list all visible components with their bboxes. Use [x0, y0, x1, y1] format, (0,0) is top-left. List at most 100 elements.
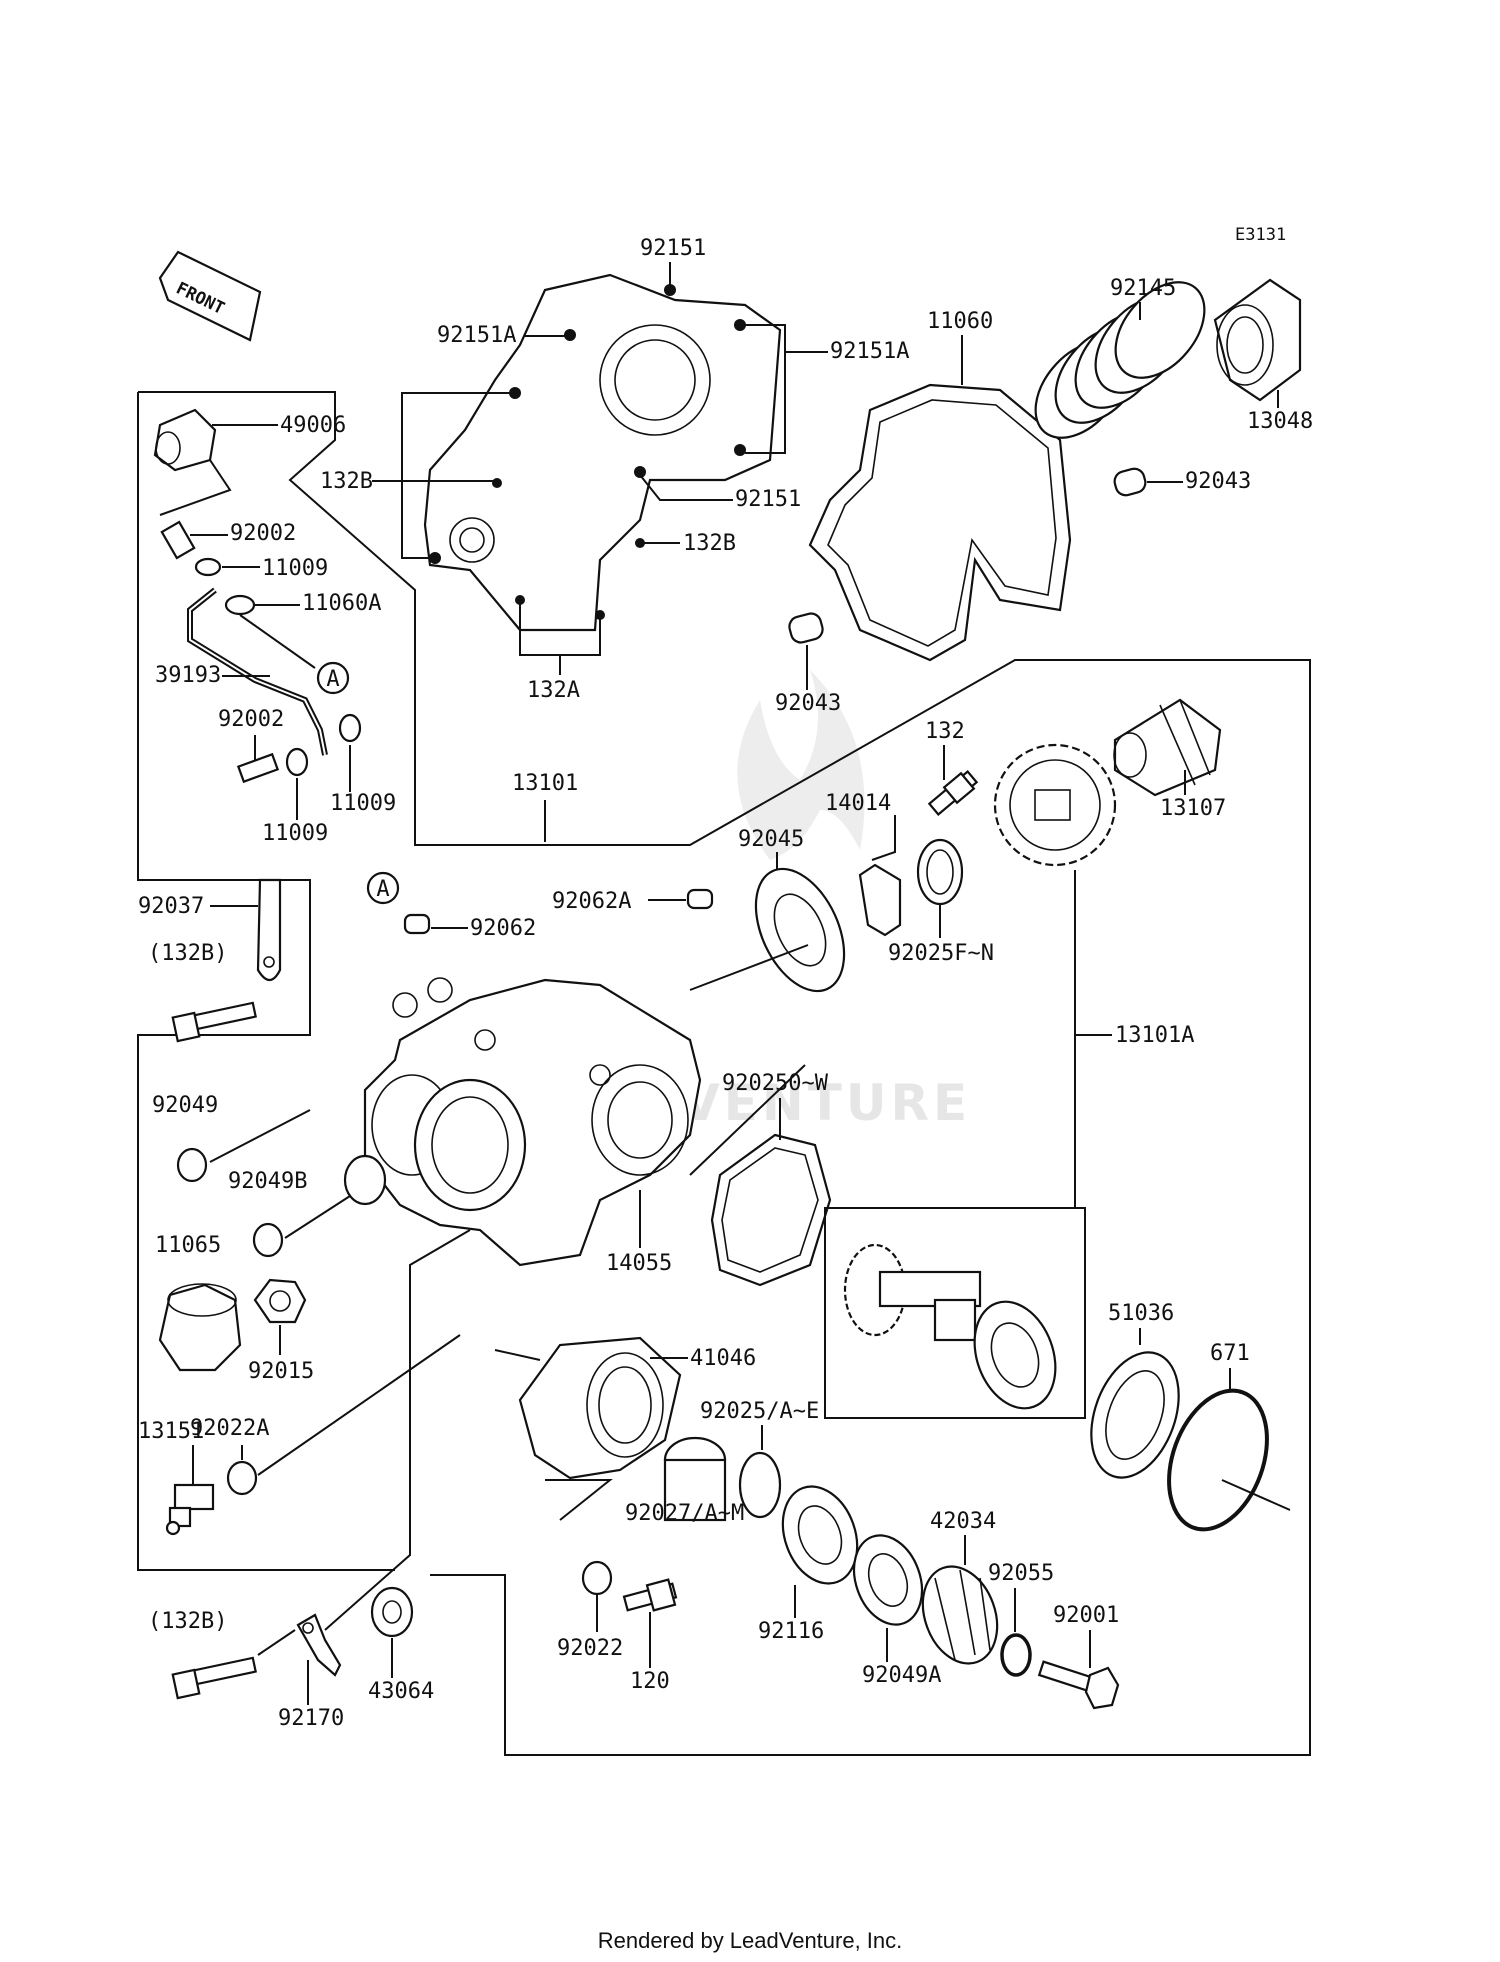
ring-gear-assembly [843, 1243, 1057, 1410]
label-92062: 92062 [470, 916, 536, 941]
gasket-cover [710, 1133, 832, 1287]
bearing-92045 [754, 867, 846, 993]
breather-cap [153, 408, 217, 472]
seal-92049 [176, 1147, 208, 1183]
label-132: 132 [925, 719, 965, 744]
label-92025OW: 920250~W [722, 1071, 829, 1096]
footer-text: Rendered by LeadVenture, Inc. [597, 1928, 903, 1953]
seal-51036 [1090, 1351, 1180, 1479]
bolt-92001 [1037, 1660, 1120, 1710]
label-671: 671 [1210, 1341, 1250, 1366]
label-49006: 49006 [280, 413, 346, 438]
breather-hose [187, 587, 328, 756]
clamp-92170 [296, 1613, 342, 1677]
seal-92049b-inner [343, 1154, 387, 1206]
ref-marker-a [316, 661, 350, 695]
plug-92062 [403, 913, 431, 935]
label-39193: 39193 [155, 663, 221, 688]
bolt-132b-top [171, 1001, 257, 1043]
union-bolt [160, 520, 196, 560]
label-92025FN: 92025F~N [888, 941, 994, 966]
label-92015: 92015 [248, 1359, 314, 1384]
dowel-pin-lower [788, 612, 824, 644]
label-11060A: 11060A [302, 591, 381, 616]
label-11009-bottom: 11009 [262, 821, 328, 846]
label-92170: 92170 [278, 1706, 344, 1731]
label-92045: 92045 [738, 827, 804, 852]
label-92151-top: 92151 [640, 236, 706, 261]
spring [1034, 281, 1206, 439]
seal-92049b [252, 1222, 284, 1258]
label-42034: 42034 [930, 1509, 996, 1534]
nut-92015 [253, 1278, 307, 1324]
front-arrow-icon: FRONT [158, 250, 262, 342]
washer-lower-a [285, 747, 309, 777]
label-120: 120 [630, 1669, 670, 1694]
stopper-plate [858, 863, 902, 937]
label-92049: 92049 [152, 1093, 218, 1118]
bracket [256, 878, 282, 982]
bolt-132b-bottom [171, 1656, 257, 1700]
label-92043-bottom: 92043 [775, 691, 841, 716]
label-41046: 41046 [690, 1346, 756, 1371]
plug-92062a [686, 888, 714, 910]
label-43064: 43064 [368, 1679, 434, 1704]
label-11065: 11065 [155, 1233, 221, 1258]
washer-92022a [226, 1460, 258, 1496]
label-92002-top: 92002 [230, 521, 296, 546]
label-92049B: 92049B [228, 1169, 307, 1194]
ref-marker-a-second-text: A [376, 877, 389, 902]
gasket-washer [224, 594, 256, 616]
gear-case-cover [423, 273, 782, 632]
label-14055: 14055 [606, 1251, 672, 1276]
label-132B-left: 132B [320, 469, 373, 494]
bearing-housing-41046 [518, 1336, 682, 1480]
label-132B-paren-bottom: (132B) [148, 1609, 227, 1634]
pinion-shaft [1113, 698, 1222, 797]
o-ring-92055 [1000, 1633, 1032, 1677]
gasket [808, 383, 1072, 662]
label-92037: 92037 [138, 894, 204, 919]
grommet-43064 [370, 1586, 414, 1638]
shim-92025fn [916, 838, 964, 906]
label-92055: 92055 [988, 1561, 1054, 1586]
label-92116: 92116 [758, 1619, 824, 1644]
o-ring-671 [1167, 1388, 1269, 1532]
label-92062A: 92062A [552, 889, 631, 914]
label-92049A: 92049A [862, 1663, 941, 1688]
label-92025AE: 92025/A~E [700, 1399, 819, 1424]
label-14014: 14014 [825, 791, 891, 816]
label-13101A: 13101A [1115, 1023, 1194, 1048]
coupling-42034 [921, 1565, 999, 1665]
label-51036: 51036 [1108, 1301, 1174, 1326]
dowel-pin-upper [1113, 467, 1147, 497]
ref-marker-a-second [366, 871, 400, 905]
shim-92025ae [738, 1451, 782, 1519]
label-13107: 13107 [1160, 796, 1226, 821]
switch-13151 [165, 1483, 215, 1536]
gear-case-housing [363, 977, 702, 1267]
label-92027AM: 92027/A~M [625, 1501, 744, 1526]
label-92022A: 92022A [190, 1416, 269, 1441]
label-132A: 132A [527, 678, 580, 703]
cap-11065 [158, 1283, 242, 1372]
coupling [1213, 278, 1302, 402]
label-11009-right: 11009 [330, 791, 396, 816]
label-92022: 92022 [557, 1636, 623, 1661]
ref-marker-a-text: A [326, 667, 339, 692]
drive-gear-sprocket [993, 743, 1117, 867]
label-132B-right: 132B [683, 531, 736, 556]
seal-92049a [852, 1534, 924, 1626]
label-92002-mid: 92002 [218, 707, 284, 732]
label-132B-paren-top: (132B) [148, 941, 227, 966]
bolt-132 [927, 770, 979, 816]
washer-lower-b [338, 713, 362, 743]
union-bolt-lower [236, 752, 280, 784]
label-92151-mid: 92151 [735, 487, 801, 512]
washer-92022 [581, 1560, 613, 1596]
washer [194, 557, 222, 577]
label-92151A-right: 92151A [830, 339, 909, 364]
label-92001: 92001 [1053, 1603, 1119, 1628]
label-92145: 92145 [1110, 276, 1176, 301]
label-92043-top: 92043 [1185, 469, 1251, 494]
